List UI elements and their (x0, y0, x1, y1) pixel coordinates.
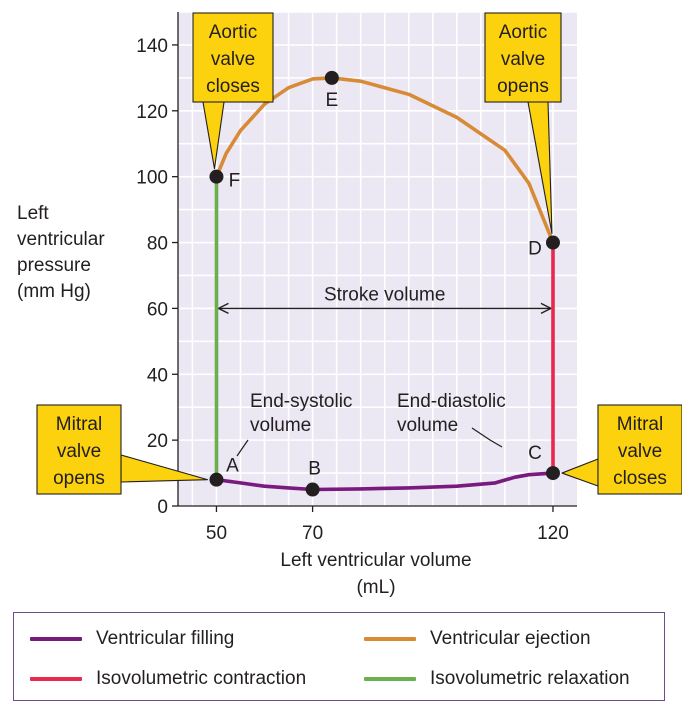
end-systolic-label-line-1: End-systolic (250, 391, 352, 412)
y-tick-label-40: 40 (147, 365, 168, 386)
end-diastolic-label-line-1: End-diastolic (397, 391, 506, 412)
y-axis-label-line-1: Left (17, 203, 49, 224)
x-tick-label-70: 70 (302, 523, 323, 544)
point-c (545, 466, 560, 481)
chart-legend: Ventricular filling Ventricular ejection… (13, 612, 665, 701)
callout-box-mitral-closes (597, 404, 682, 495)
callout-text-mitral-opens-3: opens (53, 468, 105, 489)
legend-item-isovolumetric-contraction: Isovolumetric contraction (30, 667, 306, 691)
y-tick-label-0: 0 (157, 497, 168, 518)
callout-text-aortic-opens-3: opens (497, 76, 549, 97)
x-tick-label-50: 50 (206, 523, 227, 544)
y-axis-label-line-2: ventricular (17, 229, 105, 250)
callout-box-mitral-opens (36, 404, 122, 495)
callout-text-aortic-closes-2: valve (211, 49, 255, 70)
legend-label-isovolumetric-contraction: Isovolumetric contraction (96, 668, 307, 689)
legend-item-isovolumetric-relaxation: Isovolumetric relaxation (364, 667, 630, 691)
point-f (209, 169, 224, 184)
y-axis-label-line-4: (mm Hg) (17, 281, 91, 302)
end-diastolic-leader (471, 427, 503, 448)
point-e (324, 70, 339, 85)
y-tick-label-120: 120 (136, 102, 168, 123)
point-b (305, 482, 320, 497)
point-label-d: D (528, 239, 542, 260)
x-tick-label-120: 120 (537, 523, 569, 544)
point-label-b: B (308, 459, 321, 480)
callout-text-mitral-closes-3: closes (613, 468, 667, 489)
y-tick-label-100: 100 (136, 168, 168, 189)
callout-text-aortic-closes-3: closes (206, 76, 260, 97)
legend-item-ventricular-filling: Ventricular filling (30, 627, 234, 651)
legend-label-ventricular-filling: Ventricular filling (96, 628, 235, 649)
y-tick-label-20: 20 (147, 431, 168, 452)
callout-text-aortic-opens-1: Aortic (499, 22, 548, 43)
point-label-c: C (528, 443, 542, 464)
y-tick-label-80: 80 (147, 234, 168, 255)
callout-box-aortic-closes (192, 12, 274, 103)
point-d (545, 235, 560, 250)
callout-text-mitral-opens-1: Mitral (56, 414, 102, 435)
end-systolic-leader (236, 439, 249, 457)
callout-box-aortic-opens (484, 12, 562, 103)
y-axis-label-line-3: pressure (17, 255, 91, 276)
legend-item-ventricular-ejection: Ventricular ejection (364, 627, 591, 651)
point-label-a: A (226, 456, 239, 477)
callout-text-mitral-closes-2: valve (618, 441, 662, 462)
series-line-ventricular-filling (214, 471, 555, 492)
legend-label-isovolumetric-relaxation: Isovolumetric relaxation (430, 668, 630, 689)
legend-swatch-ventricular-filling (30, 637, 82, 641)
x-axis-label-line-1: Left ventricular volume (280, 550, 471, 571)
legend-swatch-ventricular-ejection (364, 637, 416, 641)
callout-text-mitral-closes-1: Mitral (617, 414, 663, 435)
y-tick-label-140: 140 (136, 36, 168, 57)
callout-text-aortic-opens-2: valve (501, 49, 545, 70)
x-axis-label-line-2: (mL) (356, 577, 395, 598)
end-systolic-label-line-2: volume (250, 415, 311, 436)
legend-swatch-isovolumetric-contraction (30, 677, 82, 681)
callout-text-mitral-opens-2: valve (57, 441, 101, 462)
point-label-f: F (229, 171, 241, 192)
point-label-e: E (325, 90, 338, 111)
legend-swatch-isovolumetric-relaxation (364, 677, 416, 681)
point-a (209, 472, 224, 487)
legend-label-ventricular-ejection: Ventricular ejection (430, 628, 591, 649)
y-tick-label-60: 60 (147, 299, 168, 320)
callout-text-aortic-closes-1: Aortic (209, 22, 258, 43)
end-diastolic-label-line-2: volume (397, 415, 458, 436)
stroke-volume-label: Stroke volume (324, 284, 445, 305)
